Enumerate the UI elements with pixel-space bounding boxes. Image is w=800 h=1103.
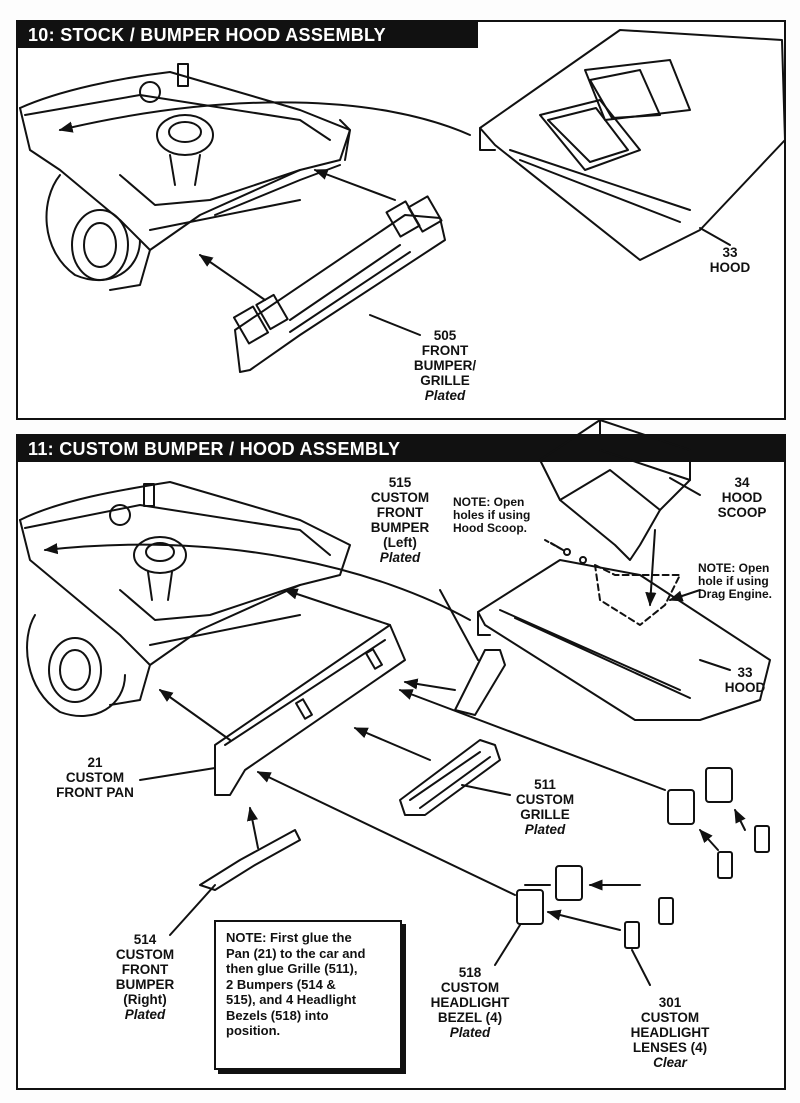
part-514-label: 514 CUSTOM FRONT BUMPER (Right) Plated xyxy=(115,932,175,1022)
part-33-label-step11: 33 HOOD xyxy=(724,665,766,695)
part-505-label: 505 FRONT BUMPER/ GRILLE Plated xyxy=(413,328,477,403)
hood-step10 xyxy=(479,29,786,261)
step-11-panel: 11: CUSTOM BUMPER / HOOD ASSEMBLY xyxy=(16,434,786,1090)
hood-step11 xyxy=(477,548,771,721)
car-front-step11 xyxy=(19,481,351,717)
grille-511 xyxy=(399,739,501,816)
headlight-bezels-518 xyxy=(516,767,733,925)
car-front-step10 xyxy=(19,63,351,291)
part-33-label-step10: 33 HOOD xyxy=(709,245,751,275)
part-511-label: 511 CUSTOM GRILLE Plated xyxy=(515,777,575,837)
front-pan-21 xyxy=(214,624,406,796)
part-515-label: 515 CUSTOM FRONT BUMPER (Left) Plated xyxy=(370,475,430,565)
step-11-title: 11: CUSTOM BUMPER / HOOD ASSEMBLY xyxy=(18,436,784,462)
part-34-label: 34 HOOD SCOOP xyxy=(717,475,767,520)
step-10-panel: 10: STOCK / BUMPER HOOD ASSEMBLY xyxy=(16,20,786,420)
headlight-lenses-301 xyxy=(624,825,770,949)
bumper-505 xyxy=(232,195,446,373)
note-hood-scoop: NOTE: Open holes if using Hood Scoop. xyxy=(453,495,531,535)
step-10-title: 10: STOCK / BUMPER HOOD ASSEMBLY xyxy=(18,22,478,48)
glue-order-note: NOTE: First glue the Pan (21) to the car… xyxy=(214,920,402,1070)
bumper-515 xyxy=(454,649,506,716)
bumper-514 xyxy=(199,829,301,891)
part-21-label: 21 CUSTOM FRONT PAN xyxy=(56,755,134,800)
hood-scoop-34 xyxy=(539,419,691,561)
part-518-label: 518 CUSTOM HEADLIGHT BEZEL (4) Plated xyxy=(430,965,510,1040)
part-301-label: 301 CUSTOM HEADLIGHT LENSES (4) Clear xyxy=(630,995,710,1070)
note-drag-engine: NOTE: Open hole if using Drag Engine. xyxy=(698,561,773,601)
